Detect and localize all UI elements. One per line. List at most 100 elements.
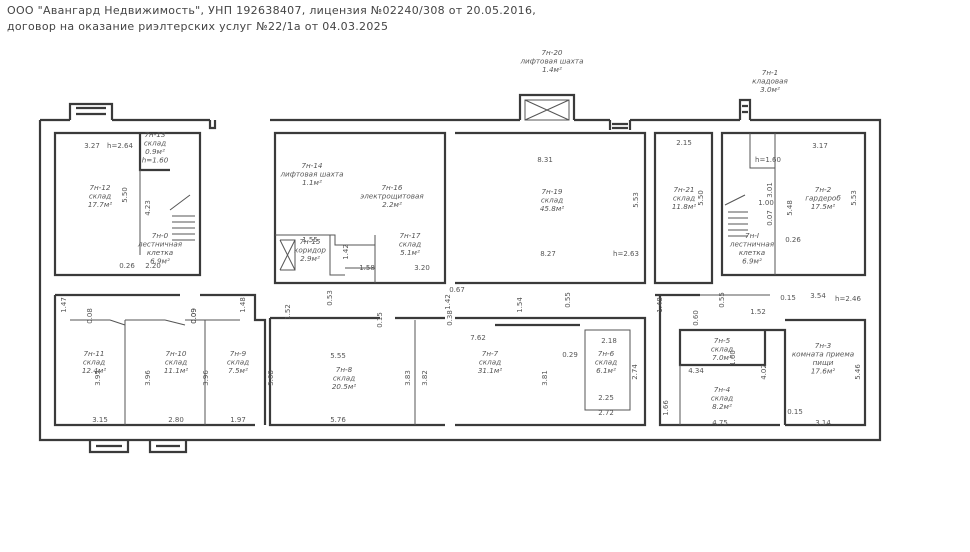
outer-walls: [38, 93, 882, 454]
dimension-label: 3.83: [404, 370, 412, 386]
dimension-label: 1.42: [444, 294, 452, 310]
room-label-r1-line-2: 3.0м²: [760, 85, 780, 94]
dimension-label: 1.58: [359, 264, 375, 272]
dimension-label: 5.48: [786, 200, 794, 216]
room-label-r12-line-1: склад: [89, 192, 111, 201]
room-label-r16-line-0: 7н-16: [381, 183, 402, 192]
dimension-label: 0.08: [86, 308, 94, 324]
room-label-r15-line-0: 7н-15: [299, 237, 320, 246]
room-label-r17-line-2: 5.1м²: [400, 248, 420, 257]
dimension-label: 3.68: [267, 370, 275, 386]
room-label-r11-line-0: 7н-11: [83, 349, 104, 358]
room-label-r17-line-0: 7н-17: [399, 231, 420, 240]
dimension-label: 1.54: [516, 297, 524, 313]
room-label-r15-line-2: 2.9м²: [300, 254, 320, 263]
room-label-r14-line-1: лифтовая шахта: [279, 170, 343, 179]
dimension-label: 5.46: [854, 364, 862, 380]
room-label-r13-line-0: 7н-13: [144, 130, 165, 139]
dimension-label: 3.17: [812, 142, 828, 150]
dimension-label: 1.97: [230, 416, 246, 424]
dimension-label: 5.50: [697, 190, 705, 206]
dimension-label: 8.27: [540, 250, 556, 258]
room-label-r4-line-2: 8.2м²: [712, 402, 732, 411]
room-label-rI-line-2: клетка: [739, 248, 765, 257]
room-label-r19-line-0: 7н-19: [541, 187, 562, 196]
room-label-r9-line-1: склад: [227, 358, 249, 367]
room-label-r20-line-1: лифтовая шахта: [519, 57, 583, 66]
room-label-r21-line-0: 7н-21: [673, 185, 694, 194]
room-label-r21-line-1: склад: [673, 194, 695, 203]
room-label-rI-line-0: 7н-I: [745, 231, 759, 240]
room-label-r6-line-2: 6.1м²: [596, 366, 616, 375]
dimension-label: 1.60: [729, 350, 737, 366]
room-label-r1-line-1: кладовая: [752, 77, 788, 86]
dimension-label: 3.95: [94, 370, 102, 386]
room-label-r8-line-2: 20.5м²: [332, 382, 356, 391]
dimension-label: 4.34: [688, 367, 704, 375]
dimension-label: 3.15: [92, 416, 108, 424]
room-label-r17-line-1: склад: [399, 240, 421, 249]
dimension-label: 0.09: [190, 308, 198, 324]
room-label-r10-line-1: склад: [165, 358, 187, 367]
dimension-label: 4.23: [144, 200, 152, 216]
dimension-label: 1.48: [656, 297, 664, 313]
room-label-r5-line-2: 7.0м²: [712, 353, 732, 362]
dimension-label: 3.27: [84, 142, 100, 150]
room-label-r3-line-1: комната приема: [792, 350, 854, 359]
dimension-label: 3.54: [810, 292, 826, 300]
dimension-label: 1.42: [342, 244, 350, 260]
room-label-r9-line-2: 7.5м²: [228, 366, 248, 375]
inner-walls: [53, 131, 867, 285]
dimension-label: 1.55: [302, 236, 318, 244]
dimension-label: 4.02: [760, 364, 768, 380]
room-label-r12-line-2: 17.7м²: [88, 200, 112, 209]
room-label-r11-line-2: 12.4м²: [82, 366, 106, 375]
room-label-r5-line-1: склад: [711, 345, 733, 354]
lift-shaft-20: [524, 99, 570, 121]
room-label-r10-line-2: 11.1м²: [164, 366, 188, 375]
room-label-r11-line-1: склад: [83, 358, 105, 367]
dimension-label: 2.72: [598, 409, 614, 417]
room-label-r13-line-2: 0.9м²: [145, 147, 165, 156]
dimension-label: 1.52: [750, 308, 766, 316]
room-label-r2-line-0: 7н-2: [815, 185, 832, 194]
dimension-label: h=2.46: [835, 295, 861, 303]
dimension-label: 8.31: [537, 156, 553, 164]
dimension-label: 0.26: [119, 262, 135, 270]
dimension-label: 1.47: [60, 297, 68, 313]
dimension-label: 1.00: [758, 199, 774, 207]
room-label-r0-line-0: 7н-0: [152, 231, 169, 240]
room-label-r3-line-2: пищи: [813, 358, 834, 367]
room-label-r7-line-0: 7н-7: [482, 349, 499, 358]
room-label-r9-line-0: 7н-9: [230, 349, 247, 358]
room-label-r4-line-0: 7н-4: [714, 385, 731, 394]
room-label-r14-line-2: 1.1м²: [302, 178, 322, 187]
room-label-r6-line-1: склад: [595, 358, 617, 367]
dimension-label: 3.01: [766, 182, 774, 198]
room-label-rI-line-3: 6.9м²: [742, 257, 762, 266]
room-label-r0-line-2: клетка: [147, 248, 173, 257]
room-label-r3-line-0: 7н-3: [815, 341, 832, 350]
room-label-r2-line-2: 17.5м²: [811, 202, 835, 211]
dimension-label: 0.07: [766, 210, 774, 226]
header-line-2: договор на оказание риэлтерских услуг №2…: [7, 20, 389, 33]
dimension-label: 0.67: [449, 286, 465, 294]
dimension-label: 2.25: [598, 394, 614, 402]
dimension-label: 2.18: [601, 337, 617, 345]
dimension-label: 0.29: [562, 351, 578, 359]
room-label-rI-line-1: лестничная: [729, 240, 775, 249]
room-label-r13-line-1: склад: [144, 139, 166, 148]
dimension-label: 7.62: [470, 334, 486, 342]
room-label-r6-line-0: 7н-6: [598, 349, 615, 358]
room-label-r0-line-1: лестничная: [137, 240, 183, 249]
dimension-label: h=1.60: [755, 156, 781, 164]
room-label-r15-line-1: коридор: [294, 246, 326, 255]
dimension-label: 3.20: [414, 264, 430, 272]
dimension-label: 0.38: [446, 310, 454, 326]
dimension-label: 0.53: [326, 290, 334, 306]
dimension-label: 1.48: [239, 297, 247, 313]
room-label-r19-line-1: склад: [541, 196, 563, 205]
room-label-r8-line-0: 7н-8: [336, 365, 353, 374]
